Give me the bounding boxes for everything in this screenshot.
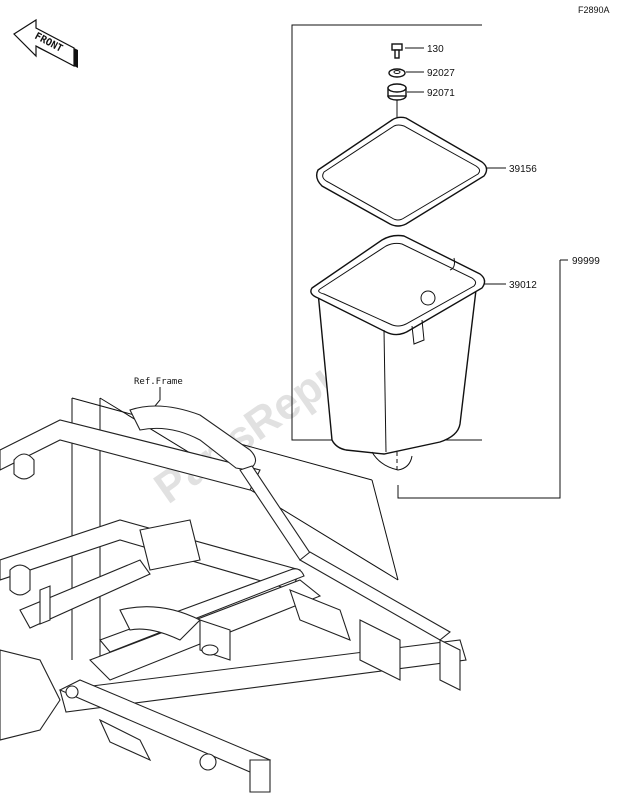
gasket-39156 — [315, 116, 488, 227]
figure-code: F2890A — [578, 5, 610, 15]
front-arrow-icon: FRONT — [13, 18, 78, 68]
washer-92027 — [388, 68, 406, 78]
part-label-92071: 92071 — [427, 88, 455, 99]
part-label-39012: 39012 — [509, 280, 537, 291]
part-label-130: 130 — [427, 44, 444, 55]
bracket-line — [397, 260, 561, 499]
vehicle-frame — [0, 405, 467, 793]
part-label-92027: 92027 — [427, 68, 455, 79]
part-label-99999: 99999 — [572, 256, 600, 267]
bolt-130 — [391, 43, 403, 59]
grommet-92071 — [387, 83, 407, 101]
part-label-39156: 39156 — [509, 164, 537, 175]
storage-box-39012 — [310, 234, 486, 471]
ref-frame-label: Ref.Frame — [134, 377, 183, 387]
